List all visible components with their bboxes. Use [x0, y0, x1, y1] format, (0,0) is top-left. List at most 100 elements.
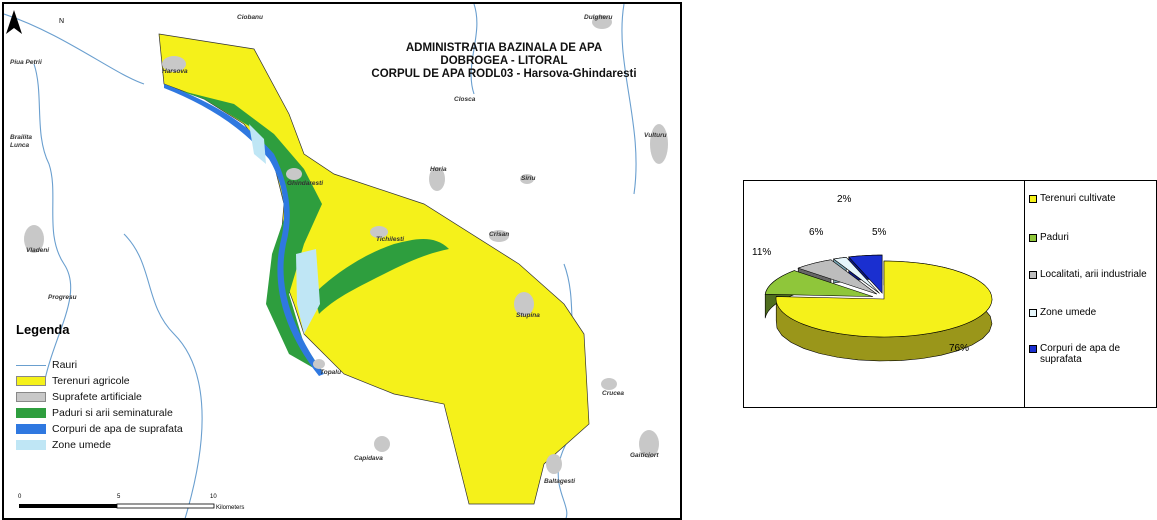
town-label: Harsova	[162, 68, 188, 75]
river-line	[33, 63, 72, 385]
map-title-line: DOBROGEA - LITORAL	[440, 55, 568, 67]
map-legend: Legenda Rauri Terenuri agricole Suprafet…	[16, 322, 276, 453]
scale-bar: 0 5 10 Kilometers	[18, 494, 244, 516]
town-label: Topalu	[320, 369, 342, 376]
locality-area	[650, 124, 668, 164]
legend-swatch	[16, 392, 46, 402]
legend-swatch	[16, 376, 46, 386]
town-label: Crucea	[602, 390, 625, 397]
locality-area	[546, 454, 562, 474]
locality-area	[313, 359, 325, 369]
pie-legend-label: Paduri	[1040, 232, 1069, 243]
town-label: Tichilesti	[376, 236, 405, 243]
locality-area	[639, 430, 659, 458]
pie-legend-label: Terenuri cultivate	[1040, 193, 1116, 204]
river-swatch	[16, 364, 46, 366]
scale-label: 5	[117, 494, 121, 500]
legend-swatch	[16, 408, 46, 418]
map-title: ADMINISTRATIA BAZINALA DE APA DOBROGEA -…	[304, 42, 680, 81]
river-line	[123, 233, 203, 518]
legend-swatch	[16, 424, 46, 434]
town-label: Gaiticiort	[630, 452, 659, 459]
map-panel: ADMINISTRATIA BAZINALA DE APA DOBROGEA -…	[2, 2, 682, 520]
river-line	[4, 13, 145, 85]
legend-item-label: Zone umede	[52, 439, 111, 451]
map-title-line: ADMINISTRATIA BAZINALA DE APA	[405, 42, 603, 54]
pie-legend: Terenuri cultivate Paduri Localitati, ar…	[1024, 181, 1156, 407]
pie-slice	[848, 254, 883, 294]
legend-item-label: Rauri	[52, 359, 78, 371]
locality-area	[286, 168, 302, 180]
town-label: Crisan	[489, 231, 510, 238]
pie-pct-label: 2%	[837, 194, 852, 205]
legend-item-label: Terenuri agricole	[52, 375, 130, 387]
legend-item: Suprafete artificiale	[16, 389, 276, 405]
pie-legend-label: Localitati, arii industriale	[1040, 269, 1147, 280]
town-label: Piua Petrii	[10, 59, 42, 66]
town-label: Capidava	[354, 455, 383, 462]
legend-swatch	[1029, 309, 1037, 317]
pie-legend-item: Zone umede	[1029, 307, 1096, 318]
pie-chart-panel: 2% 6% 5% 11% 76% Terenuri cultivate Padu…	[743, 180, 1157, 408]
pie-legend-item: Localitati, arii industriale	[1029, 269, 1147, 280]
town-label: Baltagesti	[544, 478, 576, 485]
river-line	[470, 4, 478, 95]
legend-item: Paduri si arii seminaturale	[16, 405, 276, 421]
locality-area	[374, 436, 390, 452]
locality-area	[429, 167, 445, 191]
locality-area	[489, 230, 509, 242]
town-label: Brailita Lunca	[10, 134, 33, 149]
legend-item: Terenuri agricole	[16, 373, 276, 389]
town-label: Siriu	[521, 175, 536, 182]
legend-item-label: Corpuri de apa de suprafata	[52, 423, 183, 435]
scale-bar-graphic	[19, 503, 215, 509]
river-line	[621, 4, 637, 195]
pie-legend-item: Corpuri de apa de suprafata	[1029, 343, 1139, 365]
north-label: N	[59, 18, 65, 25]
locality-area	[601, 378, 617, 390]
town-label: Horia	[430, 166, 447, 173]
locality-area	[520, 174, 534, 184]
locality-area	[370, 226, 388, 238]
town-label: Closca	[454, 96, 476, 103]
scale-unit: Kilometers	[216, 505, 245, 511]
pie-pct-label: 6%	[809, 227, 824, 238]
wetland-area	[249, 124, 266, 164]
map-canvas	[4, 4, 668, 518]
surface-water-area	[164, 84, 324, 376]
town-label: Ghindaresti	[287, 180, 324, 187]
pie-legend-item: Terenuri cultivate	[1029, 193, 1116, 204]
legend-swatch	[1029, 271, 1037, 279]
forest-area	[314, 239, 449, 314]
pie-slice	[797, 259, 878, 295]
pie-legend-item: Paduri	[1029, 232, 1069, 243]
legend-swatch	[16, 440, 46, 450]
legend-swatch	[1029, 234, 1037, 242]
scale-label: 10	[210, 494, 217, 500]
locality-area	[514, 292, 534, 316]
town-label: Dulgheru	[584, 14, 613, 21]
legend-item-label: Suprafete artificiale	[52, 391, 142, 403]
legend-swatch	[1029, 345, 1037, 353]
map-title-line: CORPUL DE APA RODL03 - Harsova-Ghindares…	[371, 68, 637, 80]
pie-pct-label: 76%	[949, 343, 970, 354]
locality-area	[162, 56, 186, 72]
pie-slice	[832, 256, 880, 294]
pie-legend-label: Zone umede	[1040, 307, 1097, 318]
locality-area	[592, 15, 612, 29]
legend-item: Zone umede	[16, 437, 276, 453]
town-label: Stupina	[516, 312, 540, 319]
legend-item: Corpuri de apa de suprafata	[16, 421, 276, 437]
town-label: Vulturu	[644, 132, 667, 139]
pie-pct-label: 5%	[872, 227, 887, 238]
scale-label: 0	[18, 494, 22, 500]
town-label: Vladeni	[26, 247, 50, 254]
north-arrow-icon	[6, 10, 22, 34]
pie-slice	[775, 260, 993, 338]
town-label: Ciobanu	[237, 14, 263, 21]
legend-title: Legenda	[16, 322, 70, 337]
pie-slice	[764, 270, 874, 297]
pie-legend-label: Corpuri de apa de suprafata	[1040, 343, 1121, 365]
wetland-area	[296, 249, 320, 334]
pie-chart	[764, 254, 993, 362]
